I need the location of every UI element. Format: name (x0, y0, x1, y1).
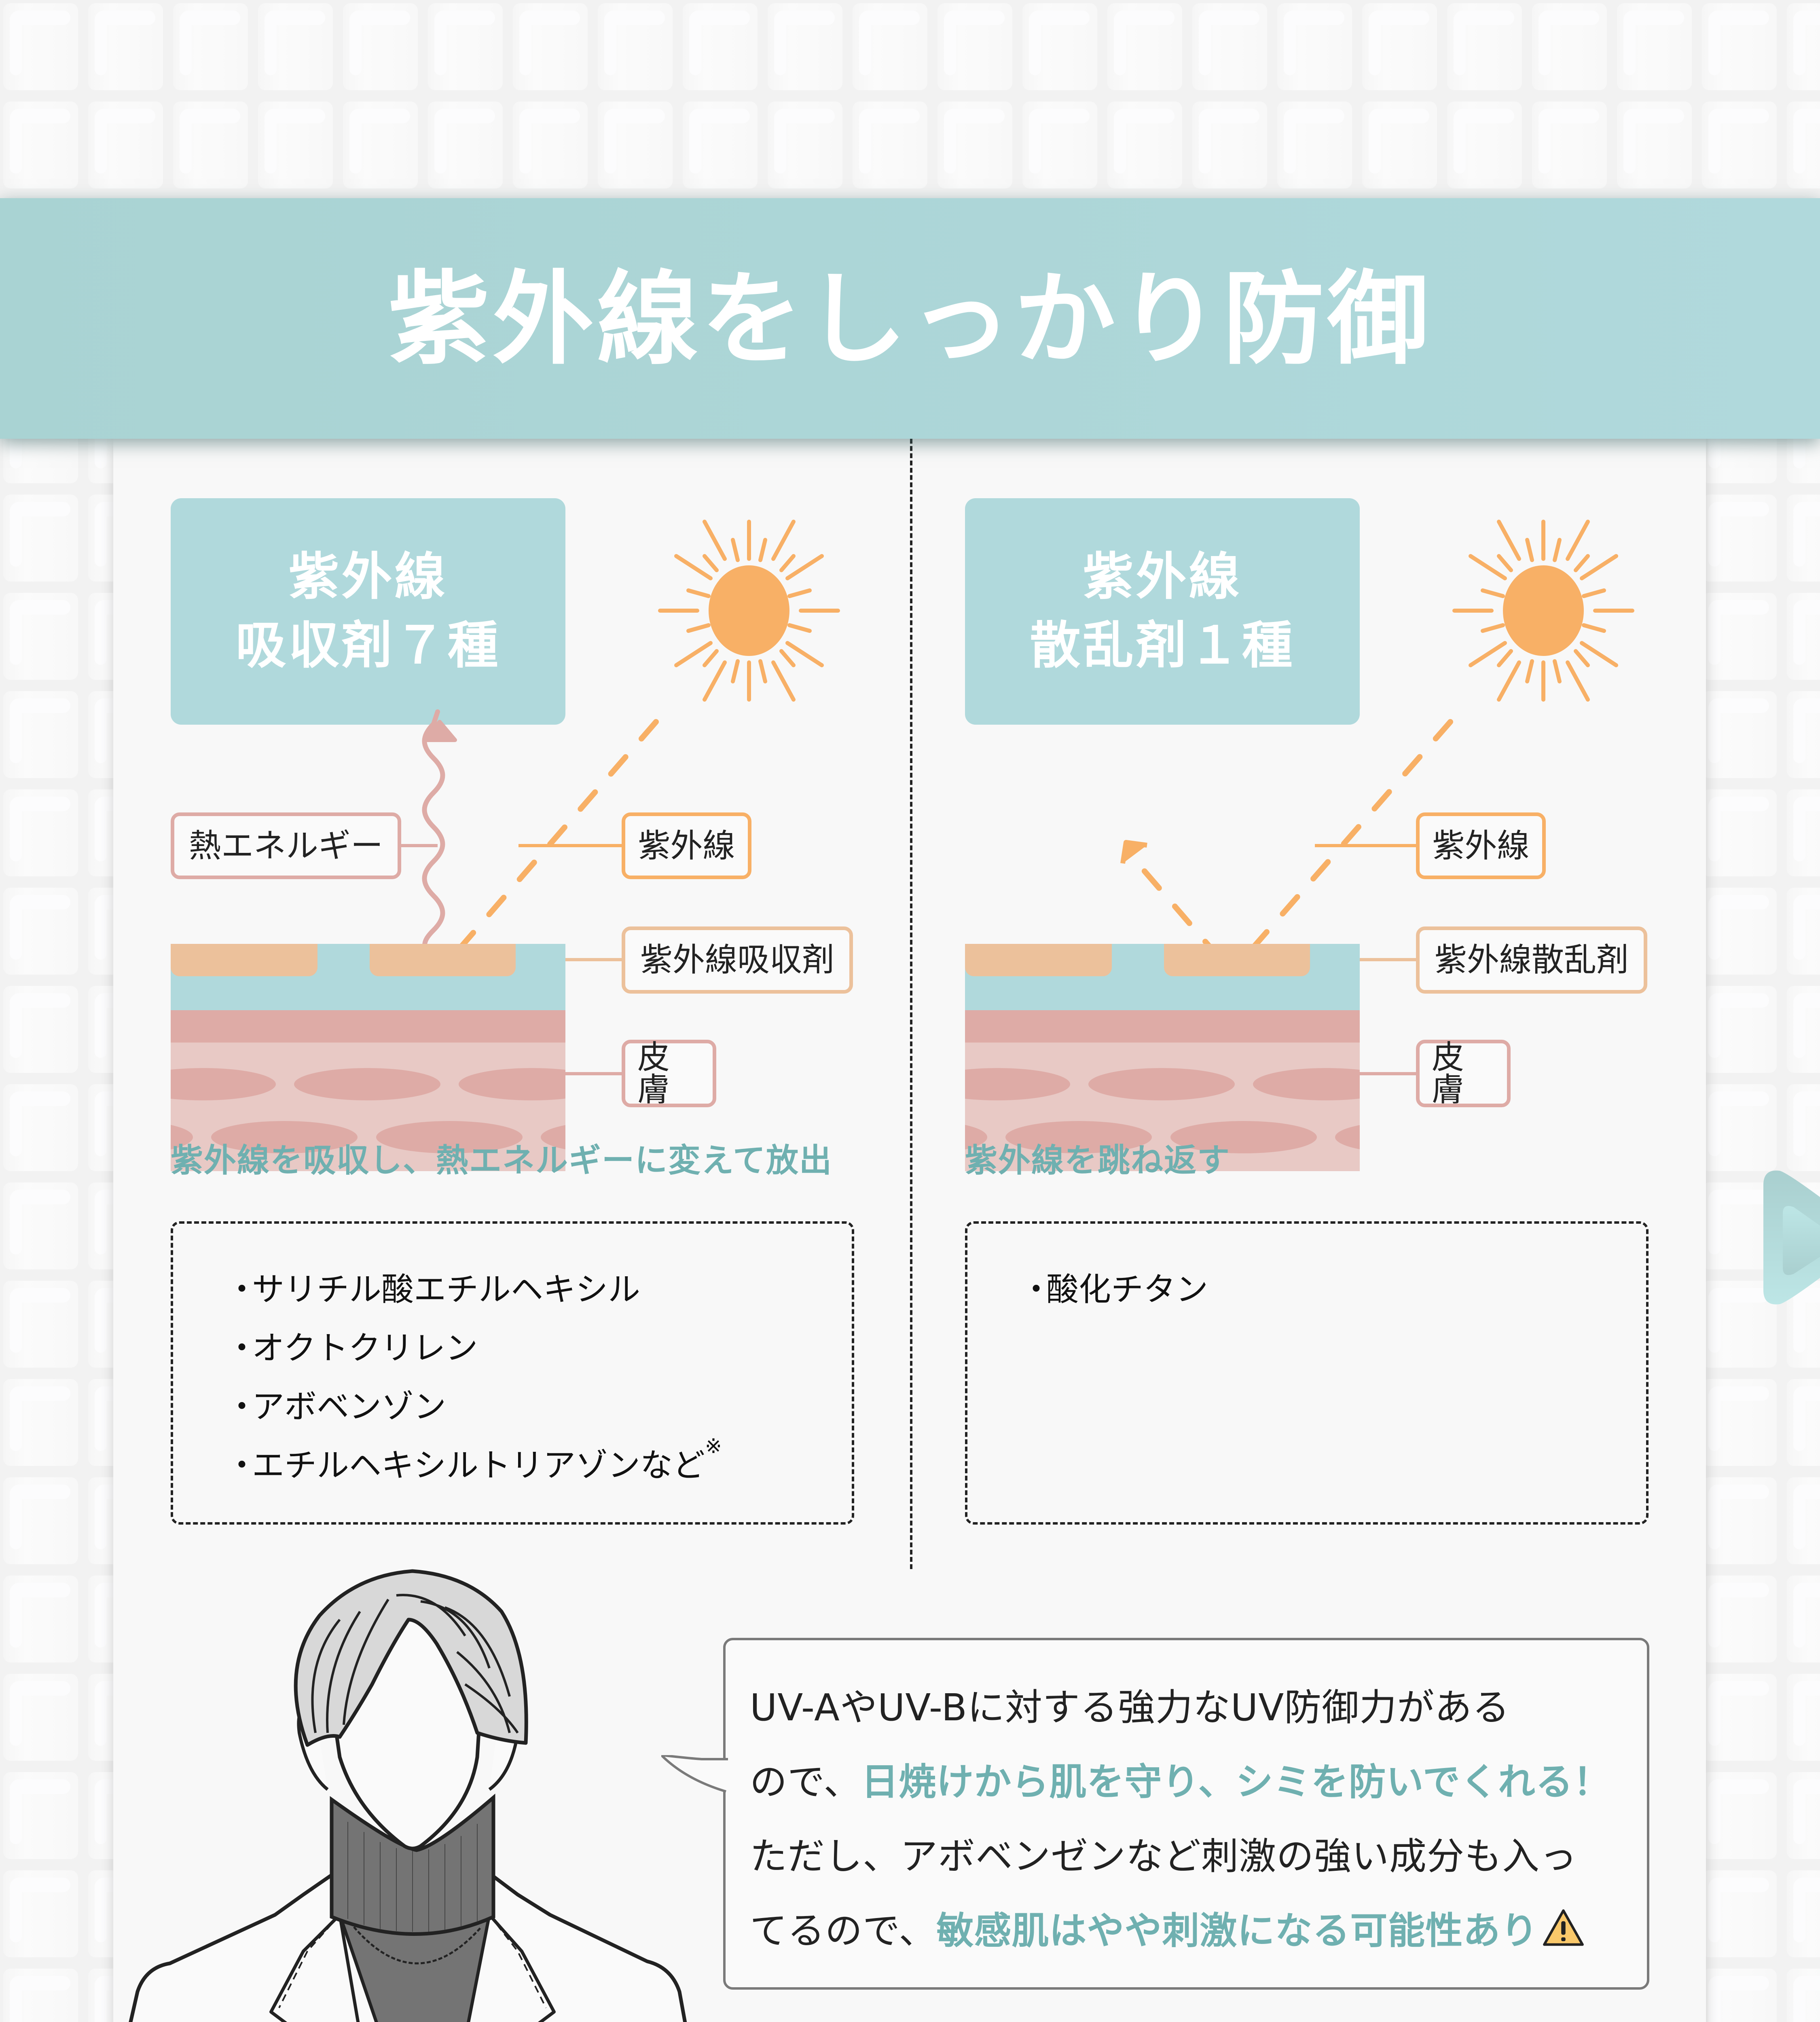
absorber-title-box: 紫外線 吸収剤７種 (171, 498, 565, 725)
scatterer-caption: 紫外線を跳ね返す (965, 1142, 1230, 1179)
reflected-ray-line (1128, 852, 1223, 961)
scatterer-title-line1: 紫外線 (1083, 548, 1242, 606)
header-band: 紫外線をしっかり防御 (0, 198, 1820, 439)
content-card: 紫外線 吸収剤７種 (113, 439, 1706, 2022)
absorber-title-line2: 吸収剤７種 (235, 616, 501, 675)
skin-cross-section (171, 944, 565, 1171)
scatterer-title-line2: 散乱剤１種 (1030, 616, 1295, 675)
label-uv-absorber: 紫外線吸収剤 (622, 926, 853, 994)
label-heat-energy: 熱エネルギー (171, 812, 401, 879)
label-skin: 皮膚 (622, 1040, 716, 1107)
sun-icon (658, 520, 840, 702)
list-item: ・酸化チタン (1020, 1271, 1208, 1308)
footnote-mark: ※ (705, 1434, 722, 1458)
heat-wave-line (422, 709, 445, 967)
list-item: ・オクトクリレン (226, 1329, 478, 1367)
label-uv: 紫外線 (1416, 812, 1546, 879)
uv-ray-line (1237, 719, 1453, 965)
absorber-caption: 紫外線を吸収し、熱エネルギーに変えて放出 (171, 1142, 832, 1179)
list-item: ・サリチル酸エチルヘキシル (226, 1271, 640, 1308)
list-item: ・エチルヘキシルトリアゾンなど※ (226, 1434, 722, 1484)
absorber-patch (370, 944, 516, 976)
reflect-arrowhead-icon (1120, 840, 1147, 864)
absorber-column: 紫外線 吸収剤７種 (171, 439, 858, 1571)
highlight-benefit: 日焼けから肌を守り、シミを防いでくれる！ (861, 1760, 1611, 1804)
play-arrow-icon[interactable] (1763, 1167, 1820, 1308)
scatterer-patch (965, 944, 1112, 976)
scatterer-ingredient-list: ・酸化チタン (965, 1221, 1649, 1525)
absorber-title-line1: 紫外線 (288, 548, 448, 606)
list-item: ・アボベンゾン (226, 1388, 446, 1426)
page-title: 紫外線をしっかり防御 (388, 260, 1432, 378)
comment-line3: ただし、アボベンゼンなど刺激の強い成分も入っ (750, 1835, 1578, 1878)
comment-line1: UV-AやUV-Bに対する強力なUV防御力がある (750, 1686, 1510, 1729)
label-uv-scatterer: 紫外線散乱剤 (1416, 926, 1647, 994)
absorber-patch (171, 944, 317, 976)
uv-ray-line (443, 719, 659, 967)
column-divider (910, 439, 912, 1569)
scatterer-patch (1164, 944, 1310, 976)
label-uv: 紫外線 (622, 812, 751, 879)
absorber-ingredient-list: ・サリチル酸エチルヘキシル ・オクトクリレン ・アボベンゾン ・エチルヘキシルト… (171, 1221, 854, 1525)
scatterer-title-box: 紫外線 散乱剤１種 (965, 498, 1360, 725)
skin-cross-section (965, 944, 1360, 1171)
advisor-illustration (129, 1569, 687, 2022)
bubble-tail (661, 1755, 728, 1793)
highlight-caution: 敏感肌はやや刺激になる可能性あり (936, 1909, 1539, 1952)
scatterer-column: 紫外線 散乱剤１種 (965, 439, 1653, 1571)
speech-bubble: UV-AやUV-Bに対する強力なUV防御力がある ので、日焼けから肌を守り、シミ… (723, 1638, 1649, 1990)
heat-arrowhead-icon (422, 720, 457, 742)
label-skin: 皮膚 (1416, 1040, 1511, 1107)
sun-icon (1452, 520, 1634, 702)
warning-icon (1543, 1909, 1584, 1946)
